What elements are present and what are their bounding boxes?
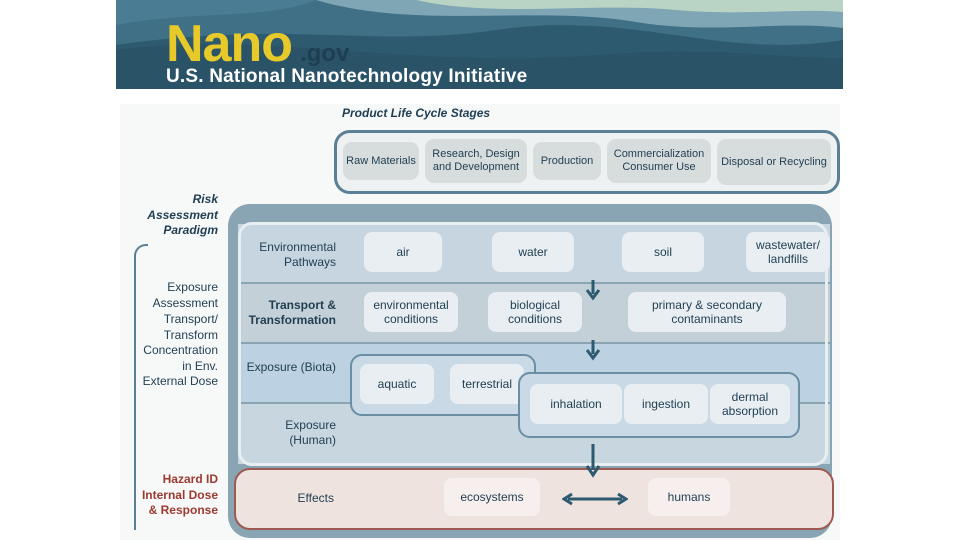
hazard-label: Hazard ID Internal Dose & Response <box>141 472 218 518</box>
arrow-down-icon <box>586 340 600 361</box>
lifecycle-title: Product Life Cycle Stages <box>342 106 491 120</box>
risk-lifecycle-diagram: Product Life Cycle Stages Raw Materials … <box>120 104 840 540</box>
nano-gov-header: Nano .gov U.S. National Nanotechnology I… <box>116 0 843 89</box>
paradigm-bracket <box>134 244 148 530</box>
env-soil: soil <box>622 232 704 272</box>
logo-nano: Nano <box>166 15 293 73</box>
row-label-exposure-human: Exposure (Human) <box>285 418 336 447</box>
row-label-effects: Effects <box>297 491 334 505</box>
row-label-transport: Transport & Transformation <box>248 298 336 327</box>
double-arrow-icon <box>562 492 628 506</box>
transport-environmental: environmental conditions <box>364 292 458 332</box>
header-wave-graphic <box>116 0 843 89</box>
stage-research: Research, Design and Development <box>425 139 527 183</box>
env-water: water <box>492 232 574 272</box>
lifecycle-bar: Raw Materials Research, Design and Devel… <box>334 130 840 194</box>
stage-commercialization: Commercialization Consumer Use <box>607 139 711 183</box>
env-wastewater: wastewater/ landfills <box>746 232 830 272</box>
env-air: air <box>364 232 442 272</box>
biota-aquatic: aquatic <box>360 364 434 404</box>
band-group-outline <box>238 222 828 466</box>
effects-humans: humans <box>648 478 730 516</box>
paradigm-title: Risk Assessment Paradigm <box>147 192 218 238</box>
stage-raw-materials: Raw Materials <box>343 142 419 180</box>
effects-ecosystems: ecosystems <box>444 478 540 516</box>
arrow-down-icon <box>586 280 600 301</box>
stage-disposal: Disposal or Recycling <box>717 139 831 185</box>
row-label-exposure-biota: Exposure (Biota) <box>246 360 336 374</box>
human-dermal: dermal absorption <box>710 384 790 424</box>
logo-gov: .gov <box>300 40 350 67</box>
human-inhalation: inhalation <box>530 384 622 424</box>
arrow-down-icon <box>586 444 600 478</box>
exposure-assessment-label: Exposure Assessment <box>152 280 218 310</box>
exposure-terms-label: Transport/ Transform Concentration in En… <box>142 312 218 389</box>
stage-production: Production <box>533 142 601 180</box>
header-subtitle: U.S. National Nanotechnology Initiative <box>166 66 528 87</box>
human-ingestion: ingestion <box>624 384 708 424</box>
biota-terrestrial: terrestrial <box>450 364 524 404</box>
transport-contaminants: primary & secondary contaminants <box>628 292 786 332</box>
transport-biological: biological conditions <box>488 292 582 332</box>
row-label-env-pathways: Environmental Pathways <box>259 240 336 269</box>
